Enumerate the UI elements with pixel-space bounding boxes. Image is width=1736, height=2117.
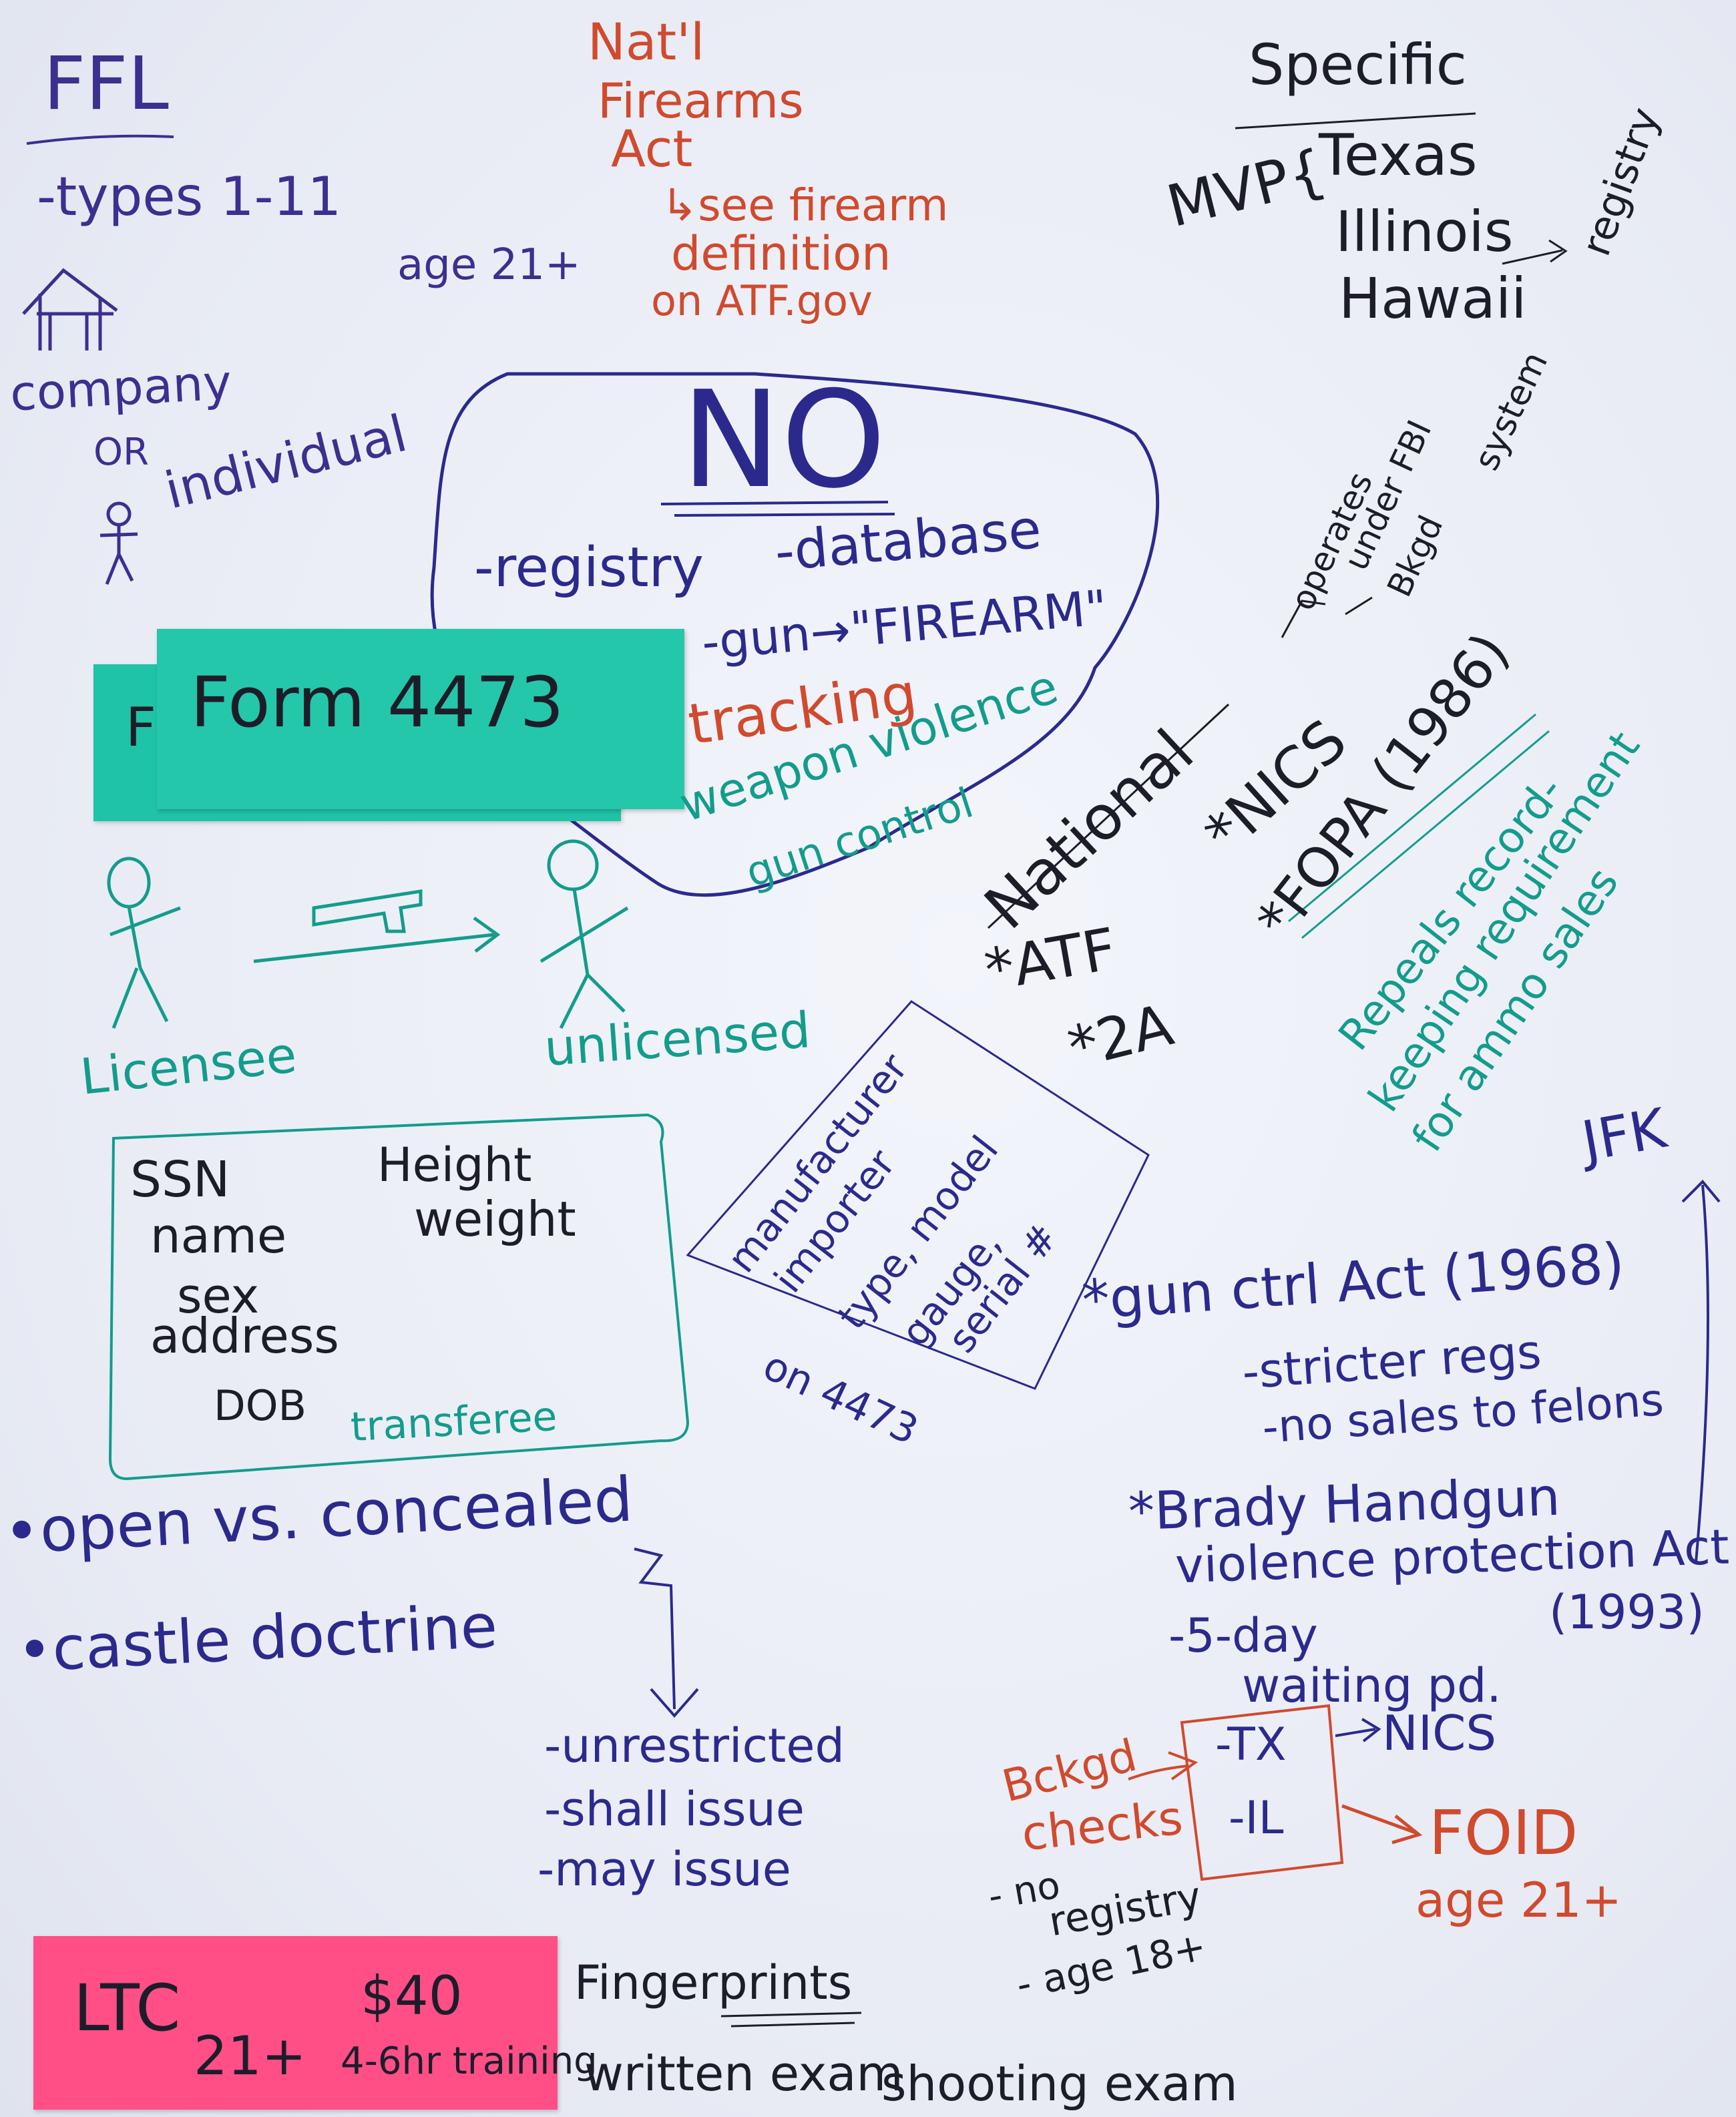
transferee-caption: transferee <box>349 1393 559 1451</box>
il-foid-arrow <box>1341 1804 1423 1845</box>
nfa-line1: Nat'l <box>588 12 705 71</box>
ltc-training: 4-6hr training <box>341 2040 598 2083</box>
nfa-on: on ATF.gov <box>651 276 873 325</box>
licensee-figure <box>107 857 181 1029</box>
ffl-types: -types 1-11 <box>37 166 342 228</box>
ffl-underline <box>26 134 174 145</box>
jfk-arrow <box>1681 1180 1721 1563</box>
firearm-note-box <box>686 1000 1150 1390</box>
ffl-company: company <box>9 354 233 422</box>
brady-year: (1993) <box>1549 1585 1705 1640</box>
transferee-height: Height <box>377 1138 532 1192</box>
specific-underline <box>1235 112 1476 130</box>
exam-fingerprints: Fingerprints <box>574 1955 853 2010</box>
fopa-slashes <box>1288 713 1550 939</box>
nfa-definition: definition <box>671 226 891 281</box>
brady-foid: FOID <box>1429 1797 1578 1869</box>
transferee-dob: DOB <box>214 1381 307 1430</box>
brady-foid-age: age 21+ <box>1416 1872 1622 1928</box>
house-icon <box>22 268 118 350</box>
ltc-label: LTC <box>73 1971 181 2046</box>
form-4473-note-front <box>157 629 684 809</box>
ffl-or: OR <box>93 431 149 474</box>
no-double-underline <box>660 501 895 517</box>
registry-arrow <box>1502 239 1568 265</box>
exam-shooting: shooting exam <box>881 2056 1238 2112</box>
ltc-note <box>33 1936 558 2110</box>
specific-illinois: Illinois <box>1335 199 1514 264</box>
brady-il: -IL <box>1229 1792 1284 1845</box>
form-label: Form 4473 <box>190 662 564 743</box>
nfa-line2: Firearms <box>598 73 804 129</box>
person-icon <box>99 501 138 585</box>
exam-written: written exam <box>584 2046 903 2102</box>
transferee-sex: sex <box>177 1268 260 1324</box>
transferee-ssn: SSN <box>130 1151 230 1208</box>
tx-nics-arrow <box>1335 1718 1381 1742</box>
ffl-age: age 21+ <box>397 240 581 290</box>
tx-il-box <box>1180 1704 1344 1881</box>
ltc-age: 21+ <box>194 2025 306 2087</box>
specific-hawaii: Hawaii <box>1339 266 1527 331</box>
gun-sketch <box>312 889 423 933</box>
national-underline <box>987 703 1230 929</box>
transferee-name: name <box>150 1208 287 1264</box>
specific-title: Specific <box>1249 32 1467 97</box>
nfa-see: ↳see firearm <box>661 180 949 231</box>
specific-texas: Texas <box>1319 122 1478 189</box>
no-title: NO <box>681 363 887 518</box>
unlicensed-figure <box>539 839 629 1029</box>
carry-unrestricted: -unrestricted <box>544 1718 845 1773</box>
bckgd-arrow <box>1128 1751 1199 1781</box>
brady-waiting: waiting pd. <box>1242 1658 1502 1713</box>
brady-tx: -TX <box>1215 1718 1287 1771</box>
fingerprints-underline <box>720 2012 862 2028</box>
transferee-weight: weight <box>414 1191 576 1247</box>
transfer-arrow <box>253 916 501 963</box>
transferee-address: address <box>150 1308 339 1364</box>
brady-nics: NICS <box>1382 1705 1497 1761</box>
ffl-title: FFL <box>43 41 169 126</box>
ltc-fee: $40 <box>361 1965 463 2027</box>
nics-operates-arrows <box>1281 596 1373 638</box>
carry-may: -may issue <box>537 1842 791 1897</box>
nfa-line3: Act <box>611 119 693 178</box>
no-registry: -registry <box>474 536 704 600</box>
form-back-letter: F <box>126 696 157 758</box>
brady-5-day: -5-day <box>1168 1608 1318 1663</box>
carry-bracket-arrow <box>634 1548 699 1718</box>
transferee-box <box>108 1113 690 1481</box>
carry-shall: -shall issue <box>544 1782 805 1837</box>
jfk-label: JFK <box>1577 1096 1671 1174</box>
